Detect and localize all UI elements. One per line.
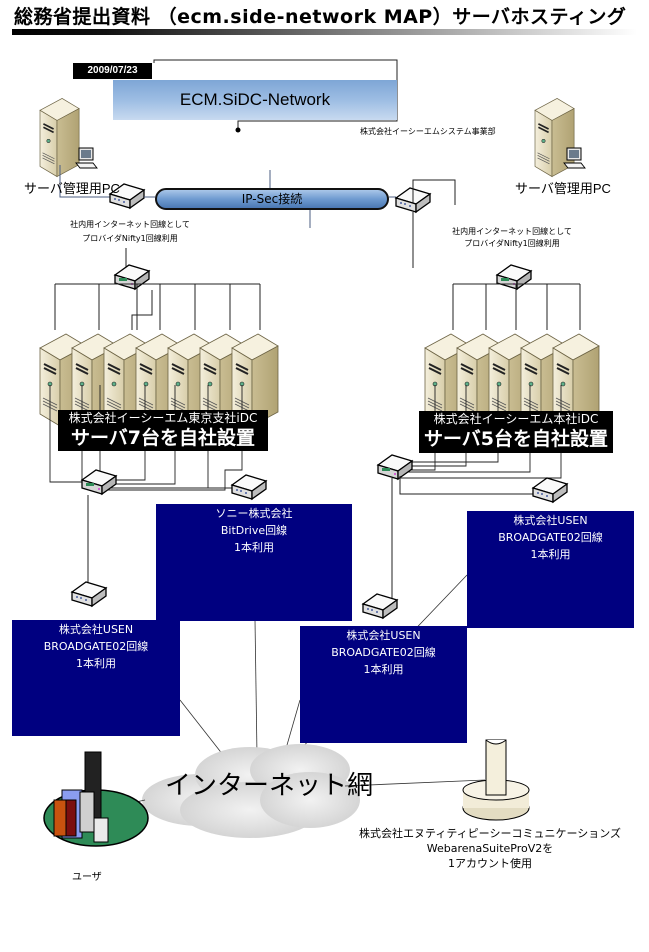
isp-line: 1本利用 [234,541,274,554]
hosting-provider-name: 株式会社エヌティティピーシーコミュニケーションズ [358,827,622,840]
right-server-count: サーバ5台を自社設置 [423,428,609,450]
right-line-note-2: プロバイダNifty1回線利用 [464,239,560,248]
left-idc-top-switch-icon [114,264,150,290]
user-label: ユーザ [72,872,102,883]
hosting-provider-label: 株式会社エヌティティピーシーコミュニケーションズ WebarenaSuitePr… [350,826,630,871]
ipsec-tunnel [155,188,389,210]
internet-label: インターネット網 [165,770,374,800]
isp-box-usen-right-upper: 株式会社USEN BROADGATE02回線 1本利用 [467,511,634,628]
right-idc-top-switch-icon [496,264,532,290]
hosting-account: 1アカウント使用 [448,857,532,870]
callout-dot-icon [235,127,241,133]
ipsec-label: IP-Sec接続 [241,192,303,206]
isp-line: 1本利用 [76,657,116,670]
date-badge: 2009/07/23 [73,63,152,79]
left-server-count: サーバ7台を自社設置 [70,427,256,449]
left-admin-pc-icon [75,147,98,169]
right-line-note: 社内用インターネット回線として プロバイダNifty1回線利用 [452,226,572,250]
left-line-note-1: 社内用インターネット回線として [70,220,190,229]
isp-box-sony-bitdrive: ソニー株式会社 BitDrive回線 1本利用 [156,504,352,621]
isp-line: 株式会社USEN [513,514,588,527]
isp-line: BROADGATE02回線 [331,646,436,659]
isp-line: BROADGATE02回線 [498,531,603,544]
isp-line: BitDrive回線 [220,524,288,537]
left-idc-name: 株式会社イーシーエム東京支社iDC [68,411,258,425]
right-idc-name: 株式会社イーシーエム本社iDC [433,412,599,426]
left-admin-server-icon [39,97,80,178]
isp-line: 1本利用 [363,663,404,676]
user-city-icon [43,751,149,847]
left-admin-pc-label: サーバ管理用PC [24,181,120,196]
isp-line: ソニー株式会社 [215,507,293,520]
right-idc-bottom-switch-icon [377,454,413,480]
hosting-plan: WebarenaSuiteProV2を [426,842,554,855]
isp-box-usen-left: 株式会社USEN BROADGATE02回線 1本利用 [12,620,180,736]
isp-line: BROADGATE02回線 [43,640,149,653]
title-divider [12,29,637,35]
isp-box-usen-right-lower: 株式会社USEN BROADGATE02回線 1本利用 [300,626,467,743]
right-line-note-1: 社内用インターネット回線として [452,227,572,236]
left-line-note-2: プロバイダNifty1回線利用 [82,234,178,243]
isp-line: 株式会社USEN [346,629,421,642]
page-title: 総務省提出資料 （ecm.side-network MAP）サーバホスティング [14,6,627,28]
department-label: 株式会社イーシーエムシステム事業部 [360,127,496,136]
right-usen-router-a-icon [532,477,568,503]
right-admin-pc-icon [563,147,586,169]
hosting-server-icon [462,739,530,821]
left-usen-router-icon [71,581,107,607]
left-bitdrive-router-icon [231,474,267,500]
internet-cloud-icon [142,744,360,838]
left-line-note: 社内用インターネット回線として プロバイダNifty1回線利用 [70,218,190,246]
right-admin-pc-label: サーバ管理用PC [515,181,611,196]
network-name-banner: ECM.SiDC-Network [113,80,397,120]
isp-line: 株式会社USEN [58,623,134,636]
right-idc-label: 株式会社イーシーエム本社iDC サーバ5台を自社設置 [419,411,613,453]
isp-line: 1本利用 [530,548,571,561]
left-idc-label: 株式会社イーシーエム東京支社iDC サーバ7台を自社設置 [58,410,268,451]
